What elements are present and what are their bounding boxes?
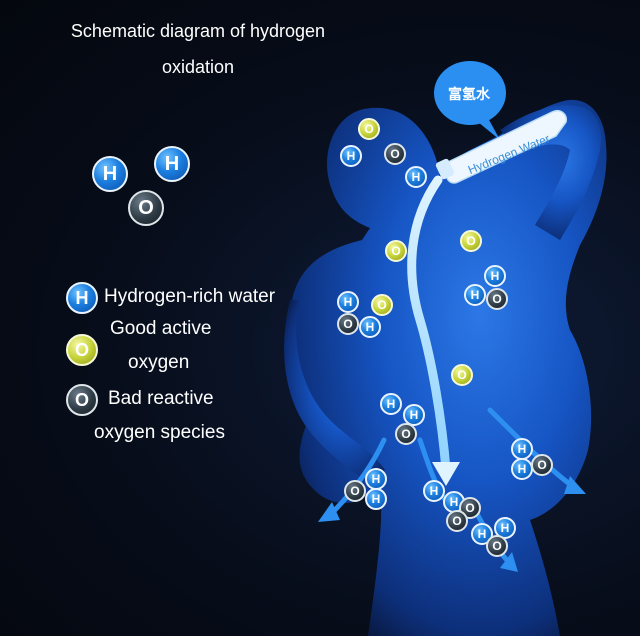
legend-bad-oxygen-label-line1: Bad reactive [108, 388, 214, 409]
hydrogen-atom-icon: H [403, 404, 425, 426]
good-oxygen-atom-icon: O [385, 240, 407, 262]
hydrogen-atom-icon: H [511, 438, 533, 460]
bad-oxygen-atom-icon: O [531, 454, 553, 476]
hydrogen-atom-icon: H [423, 480, 445, 502]
hydrogen-atom-icon: H [154, 146, 190, 182]
legend-good-oxygen-label-line2: oxygen [128, 352, 190, 373]
hydrogen-atom-icon: H [337, 291, 359, 313]
speech-bubble-text: 富氢水 [448, 86, 490, 102]
legend-bad-oxygen-label-line2: oxygen species [94, 422, 225, 443]
hydrogen-atom-icon: H [484, 265, 506, 287]
bad-oxygen-atom-icon: O [384, 143, 406, 165]
diagram-title-line2: oxidation [161, 57, 235, 77]
bad-oxygen-atom-icon: O [486, 535, 508, 557]
diagram-title-line1: Schematic diagram of hydrogen [70, 21, 326, 41]
stream-arrowhead [432, 462, 460, 486]
speech-bubble [434, 61, 506, 140]
bad-oxygen-atom-icon: O [446, 510, 468, 532]
legend-hydrogen-icon: H [66, 282, 98, 314]
hydrogen-atom-icon: H [511, 458, 533, 480]
hydrogen-atom-icon: H [359, 316, 381, 338]
bad-oxygen-atom-icon: O [486, 288, 508, 310]
oxygen-atom-icon: O [128, 190, 164, 226]
legend-good-oxygen-icon: O [66, 334, 98, 366]
legend-bad-oxygen-icon: O [66, 384, 98, 416]
legend-hydrogen-label: Hydrogen-rich water [104, 286, 276, 307]
good-oxygen-atom-icon: O [460, 230, 482, 252]
good-oxygen-atom-icon: O [451, 364, 473, 386]
good-oxygen-atom-icon: O [358, 118, 380, 140]
legend-good-oxygen-label-line1: Good active [110, 318, 212, 339]
hydrogen-atom-icon: H [365, 468, 387, 490]
hydrogen-atom-icon: H [365, 488, 387, 510]
hydrogen-atom-icon: H [464, 284, 486, 306]
flow-arrowheads [318, 476, 586, 572]
bad-oxygen-atom-icon: O [344, 480, 366, 502]
hydrogen-atom-icon: H [494, 517, 516, 539]
good-oxygen-atom-icon: O [371, 294, 393, 316]
hydrogen-atom-icon: H [340, 145, 362, 167]
bad-oxygen-atom-icon: O [395, 423, 417, 445]
hydrogen-atom-icon: H [405, 166, 427, 188]
water-stream [407, 175, 451, 475]
hydrogen-atom-icon: H [380, 393, 402, 415]
hydrogen-atom-icon: H [92, 156, 128, 192]
bad-oxygen-atom-icon: O [337, 313, 359, 335]
water-bottle [435, 110, 568, 184]
body-silhouette [284, 99, 607, 636]
